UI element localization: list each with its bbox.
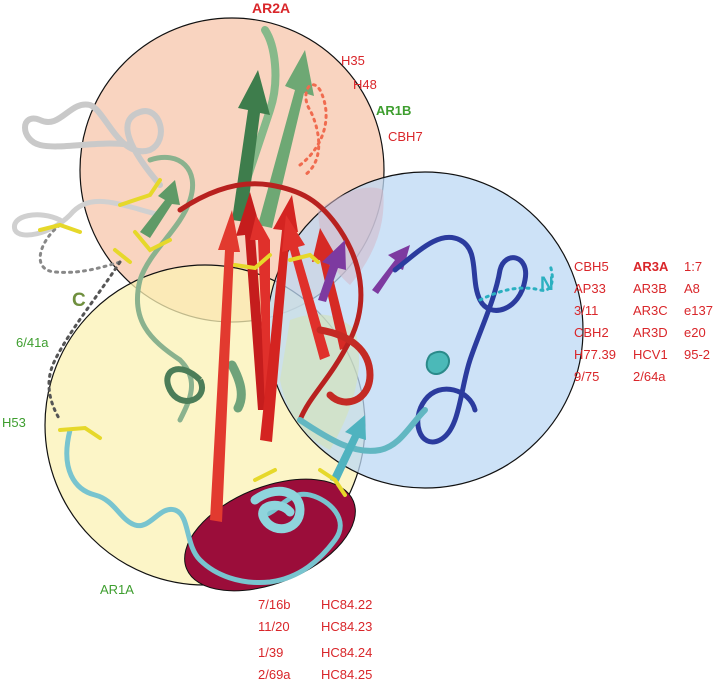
bottom-col1-item: 11/20: [258, 619, 290, 634]
ar3-col3-item: e20: [684, 325, 706, 340]
bottom-col2-item: HC84.24: [321, 645, 373, 660]
cyan-coil: [64, 427, 343, 586]
cyan-arrow: [330, 415, 366, 483]
cbh7-label: CBH7: [388, 129, 423, 144]
red-arrow-5: [282, 215, 330, 360]
teal-dotted-tail: [478, 263, 554, 302]
h35-label: H35: [341, 53, 365, 68]
ar3-col2-item: AR3B: [633, 281, 667, 296]
ar3-col1-item: CBH2: [574, 325, 609, 340]
purple-arrow-2: [372, 245, 410, 294]
bottom-col2-item: HC84.25: [321, 667, 373, 682]
ar3-table-col1: CBH5 AP33 3/11 CBH2 H77.39 9/75: [574, 256, 616, 388]
bottom-col1-item: 7/16b: [258, 597, 291, 612]
ar3-col1-item: AP33: [574, 281, 606, 296]
red-coil-ribbon: [316, 326, 374, 406]
h53-label: H53: [2, 415, 26, 430]
cyan-helix-core: [250, 486, 305, 534]
bottom-col1-item: 1/39: [258, 645, 284, 660]
ar3-table-col3: 1:7 A8 e137 e20 95-2: [684, 256, 713, 366]
bottom-table-col2: HC84.22 HC84.23 HC84.24 HC84.25: [321, 594, 372, 686]
ar3-col2-item: 2/64a: [633, 369, 666, 384]
bottom-col2-item: HC84.23: [321, 619, 373, 634]
n-terminus-label: N: [540, 274, 554, 295]
navy-coil: [392, 234, 529, 445]
ar3-col3-item: A8: [684, 281, 700, 296]
ar3-col1-item: 3/11: [574, 303, 599, 318]
ar3-col3-item: 1:7: [684, 259, 703, 274]
red-arrow-3: [210, 210, 240, 522]
ar3-col2-item: AR3C: [633, 303, 668, 318]
red-arrow-4: [260, 195, 298, 442]
c-terminus-label: C: [72, 290, 86, 311]
ar3-col3-item: 95-2: [684, 347, 711, 362]
ab-6-41a-label: 6/41a: [16, 335, 49, 350]
red-arrow-1: [236, 192, 268, 410]
ar3-col1-item: 9/75: [574, 369, 600, 384]
bottom-col1-item: 2/69a: [258, 667, 291, 682]
grey-loop: [22, 101, 164, 188]
ar1b-label: AR1B: [376, 103, 411, 118]
ar3-col1-item: CBH5: [574, 259, 609, 274]
red-arrow-6: [312, 228, 350, 350]
green-helix-small: [227, 360, 246, 413]
cyan-strand-right: [297, 407, 428, 454]
bottom-col2-item: HC84.22: [321, 597, 373, 612]
dotted-linker-6-41a: [47, 260, 122, 422]
red-dotted-loop: [298, 83, 328, 177]
ar2a-label: AR2A: [252, 0, 290, 16]
purple-arrow-1: [318, 240, 346, 302]
red-arrow-2: [250, 215, 270, 410]
ar3-col2-item: AR3D: [633, 325, 668, 340]
grey-dotted-loop: [38, 223, 122, 274]
green-arrow-3: [140, 180, 180, 238]
disulfide-bonds: [38, 178, 347, 497]
red-coil-top: [177, 181, 364, 423]
ar3-col3-item: e137: [684, 303, 713, 318]
grey-loop-lower: [12, 198, 163, 238]
ar3-col2-item: HCV1: [633, 347, 668, 362]
ar3-table-col2: AR3A AR3B AR3C AR3D HCV1 2/64a: [633, 256, 668, 388]
bottom-table-col1: 7/16b 11/20 1/39 2/69a: [258, 594, 291, 686]
ar3-col1-item: H77.39: [574, 347, 616, 362]
ar3-col2-item-ar3a: AR3A: [633, 259, 669, 274]
green-helix-loop: [164, 366, 205, 404]
ar1a-label: AR1A: [100, 582, 134, 597]
h48-label: H48: [353, 77, 377, 92]
teal-helix: [425, 350, 450, 375]
